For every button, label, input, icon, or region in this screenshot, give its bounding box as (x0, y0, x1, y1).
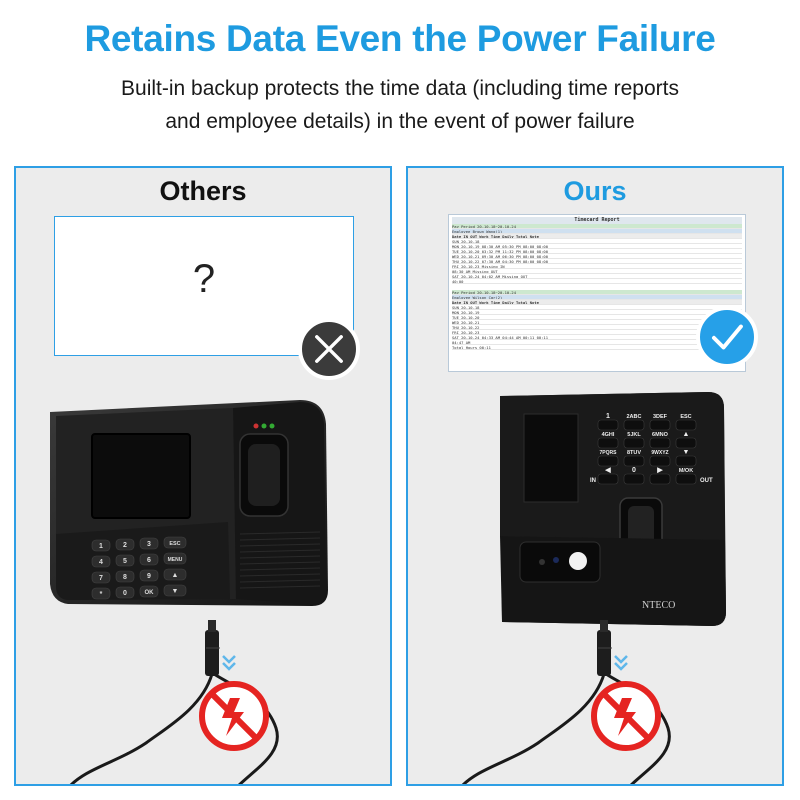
lcd-screen (91, 433, 191, 519)
report-row: Date IN OUT Work Time Daily Total Note (452, 300, 742, 305)
report-row: Total Hours 00:11 (452, 345, 742, 350)
brand-logo: NTECO (642, 600, 675, 611)
report-row: THU 20-10-22 07:30 AM 04:30 PM 08:00 08:… (452, 259, 742, 264)
svg-text:9: 9 (147, 573, 151, 580)
svg-text:6MNO: 6MNO (652, 432, 669, 438)
question-mark: ? (192, 257, 216, 301)
svg-text:0: 0 (123, 590, 127, 597)
report-row: SUN 20-10-18 (452, 239, 742, 244)
report-row: Pay Period 20-10-18~20-10-24 (452, 290, 742, 295)
svg-text:9WXYZ: 9WXYZ (651, 450, 668, 456)
ours-panel: Ours Timecard Report Pay Period 20-10-18… (406, 166, 784, 786)
svg-text:6: 6 (147, 557, 151, 564)
no-power-icon (591, 681, 661, 751)
report-row: THU 20-10-22 (452, 325, 742, 330)
cross-icon (298, 318, 360, 380)
no-power-icon (199, 681, 269, 751)
report-row: FRI 20-10-23 (452, 330, 742, 335)
our-time-clock-device: 1 2ABC 3DEF ESC 4GHI 5JKL 6MNO ▲ 7PQRS 8… (494, 390, 734, 630)
svg-text:2ABC: 2ABC (627, 414, 642, 420)
svg-text:▲: ▲ (683, 431, 690, 438)
report-row: TUE 20-10-20 03:32 PM 11:32 PM 08:00 08:… (452, 249, 742, 254)
dc-plug-icon (205, 630, 219, 676)
svg-text:5: 5 (123, 558, 127, 565)
report-row: Date IN OUT Work Time Daily Total Note (452, 234, 742, 239)
svg-text:M/OK: M/OK (679, 468, 693, 474)
timecard-report: Timecard Report Pay Period 20-10-18~20-1… (448, 214, 746, 372)
report-row: SUN 20-10-18 (452, 305, 742, 310)
check-icon (696, 306, 758, 368)
keypad: 1 2 3 ESC 4 5 6 MENU 7 8 9 ▲ * 0 OK ▼ (91, 536, 187, 600)
svg-text:7: 7 (99, 575, 103, 582)
svg-text:*: * (100, 591, 103, 598)
unplugged-cable-left (69, 620, 279, 784)
svg-text:ESC: ESC (680, 414, 691, 420)
report-row: 08:30 AM Missing OUT (452, 269, 742, 274)
others-title: Others (159, 176, 247, 206)
report-row: FRI 20-10-23 Missing IN (452, 264, 742, 269)
svg-text:▲: ▲ (172, 572, 179, 579)
report-row: 40:00 (452, 279, 742, 284)
report-row: WED 20-10-21 09:30 AM 06:30 PM 08:00 08:… (452, 254, 742, 259)
dc-plug-icon (597, 630, 611, 676)
svg-text:2: 2 (123, 542, 127, 549)
svg-text:5JKL: 5JKL (627, 432, 641, 438)
ours-title: Ours (563, 176, 627, 206)
report-row: WED 20-10-21 (452, 320, 742, 325)
svg-text:1: 1 (99, 543, 103, 550)
report-row: MON 20-10-19 08:30 AM 05:30 PM 08:00 08:… (452, 244, 742, 249)
page-title: Retains Data Even the Power Failure (84, 18, 716, 59)
report-row: Employee Brown Wang(1) (452, 229, 742, 234)
svg-text:OK: OK (145, 590, 155, 596)
chevron-down-icon (222, 655, 236, 671)
display-window (523, 413, 579, 503)
svg-text:▼: ▼ (683, 449, 690, 456)
svg-text:0: 0 (632, 467, 636, 474)
unplugged-cable-right (461, 620, 671, 784)
svg-text:8TUV: 8TUV (627, 450, 641, 456)
svg-text:MENU: MENU (168, 557, 183, 563)
keypad: 1 2ABC 3DEF ESC 4GHI 5JKL 6MNO ▲ 7PQRS 8… (590, 413, 713, 485)
report-title: Timecard Report (452, 217, 742, 224)
svg-text:▼: ▼ (172, 588, 179, 595)
svg-text:4: 4 (99, 559, 103, 566)
report-row: MON 20-10-19 (452, 310, 742, 315)
svg-text:▶: ▶ (656, 467, 663, 474)
svg-text:7PQRS: 7PQRS (600, 450, 618, 456)
camera-module (519, 541, 601, 583)
others-panel: Others ? (14, 166, 392, 786)
svg-text:3DEF: 3DEF (653, 414, 668, 420)
svg-text:4GHI: 4GHI (602, 432, 615, 438)
subtitle-line-2: and employee details) in the event of po… (165, 110, 635, 133)
svg-text:ESC: ESC (169, 541, 180, 547)
report-row: Pay Period 20-10-18~20-10-24 (452, 224, 742, 229)
report-row: SAT 20-10-24 04:02 AM Missing OUT (452, 274, 742, 279)
svg-text:IN: IN (590, 478, 596, 484)
report-row: 04:47 AM (452, 340, 742, 345)
chevron-down-icon (614, 655, 628, 671)
svg-text:OUT: OUT (700, 478, 713, 484)
report-row: Employee Wilson Car(2) (452, 295, 742, 300)
svg-text:◀: ◀ (604, 467, 611, 474)
svg-text:8: 8 (123, 574, 127, 581)
report-row: SAT 20-10-24 04:33 AM 04:44 AM 00:11 00:… (452, 335, 742, 340)
svg-text:3: 3 (147, 541, 151, 548)
report-row: TUE 20-10-20 (452, 315, 742, 320)
subtitle-line-1: Built-in backup protects the time data (… (121, 77, 679, 100)
svg-text:1: 1 (606, 413, 610, 420)
other-time-clock-device: 1 2 3 ESC 4 5 6 MENU 7 8 9 ▲ * 0 OK ▼ (38, 394, 333, 614)
